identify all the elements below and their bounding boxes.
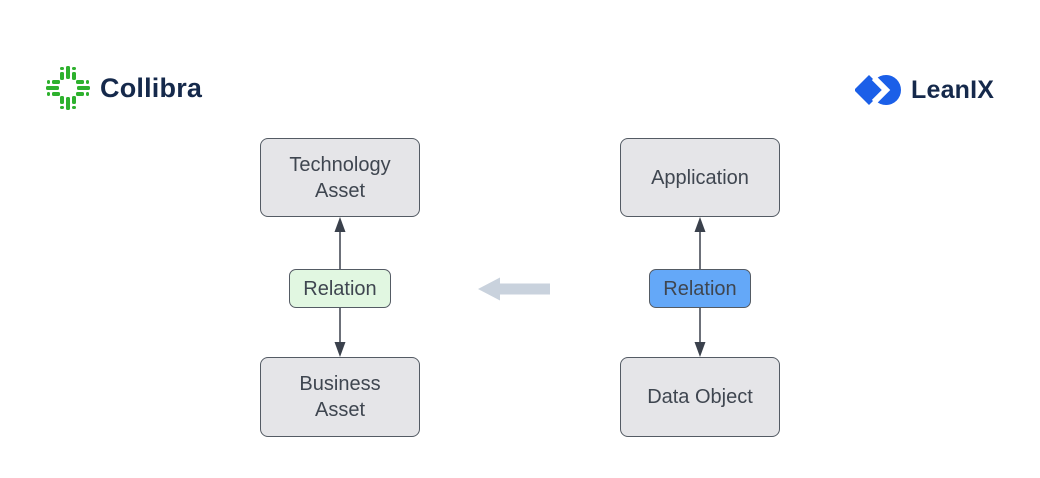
node-technology-asset: Technology Asset (260, 138, 420, 217)
node-data-object: Data Object (620, 357, 780, 437)
node-application-label: Application (651, 166, 749, 189)
arrowhead-down-collibra-icon (334, 342, 346, 357)
arrowhead-up-collibra-icon (334, 217, 346, 232)
collibra-dots-icon (46, 66, 90, 110)
arrowhead-down-leanix-icon (694, 342, 706, 357)
collibra-logo: Collibra (46, 66, 202, 110)
node-business-asset: Business Asset (260, 357, 420, 437)
node-business-asset-label: Business Asset (299, 373, 381, 421)
node-application: Application (620, 138, 780, 217)
mapping-left-arrow-icon (478, 277, 550, 301)
node-technology-asset-label: Technology Asset (289, 153, 391, 202)
node-relation-collibra: Relation (289, 269, 391, 308)
node-data-object-label: Data Object (647, 386, 753, 408)
arrowhead-up-leanix-icon (694, 217, 706, 232)
node-relation-leanix-label: Relation (663, 277, 737, 300)
leanix-logo-text: LeanIX (911, 75, 995, 104)
leanix-logo: LeanIX (855, 70, 994, 110)
node-relation-leanix: Relation (649, 269, 751, 308)
leanix-icon (855, 70, 901, 110)
collibra-logo-text: Collibra (100, 72, 203, 103)
node-relation-collibra-label: Relation (303, 277, 377, 300)
